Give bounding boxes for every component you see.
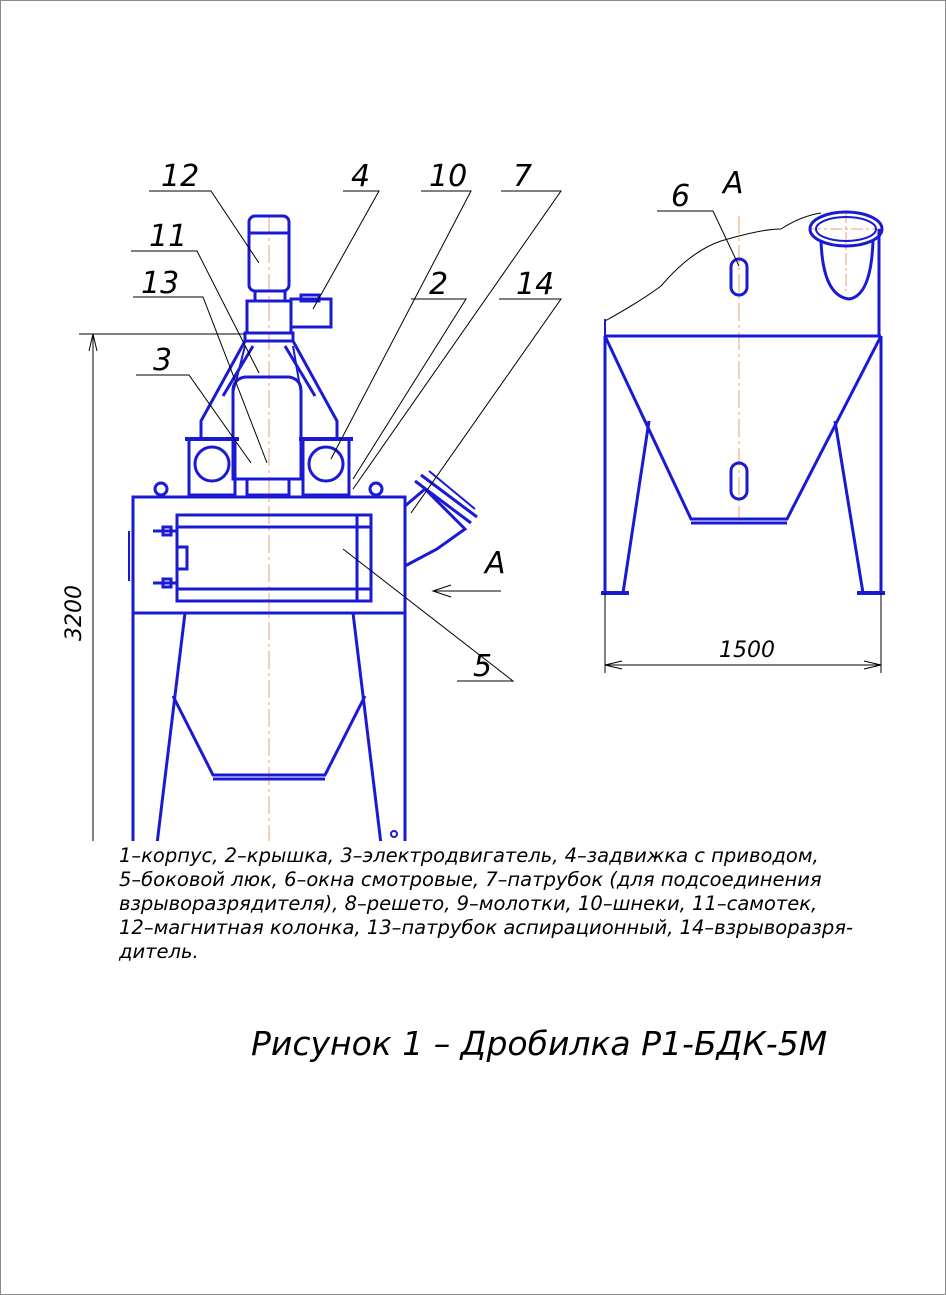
- callout-7: 7: [513, 159, 532, 194]
- dim-height: 3200: [62, 585, 87, 641]
- leader-lines: [131, 190, 740, 682]
- callout-13: 13: [141, 266, 179, 301]
- legend-line: дитель.: [119, 940, 199, 963]
- side-view: [601, 210, 885, 595]
- inspection-window-lower: [729, 461, 749, 501]
- legend-line: 12–магнитная колонка, 13–патрубок аспира…: [119, 916, 854, 939]
- legend-line: 5–боковой люк, 6–окна смотровые, 7–патру…: [119, 868, 822, 891]
- dim-side-width: 1500: [719, 638, 775, 663]
- callout-11: 11: [149, 219, 187, 254]
- crusher-drawing: 12 4 10 7 11 2 14 13 3 5 6 А А 3200 1500…: [62, 159, 885, 841]
- callout-2: 2: [429, 267, 448, 302]
- arrow-label: А: [483, 546, 506, 581]
- view-label: А: [721, 166, 744, 201]
- inspection-window-upper: [729, 257, 749, 297]
- legend-line: взрыворазрядителя), 8–решето, 9–молотки,…: [119, 892, 818, 915]
- callout-14: 14: [516, 267, 554, 302]
- front-view: [128, 214, 478, 841]
- callout-6: 6: [671, 179, 690, 214]
- callout-10: 10: [429, 159, 467, 194]
- callout-3: 3: [153, 343, 172, 378]
- dimension-lines: [79, 333, 882, 841]
- callout-5: 5: [473, 649, 492, 684]
- callout-12: 12: [161, 159, 199, 194]
- callout-4: 4: [351, 159, 370, 194]
- gate-drive: [289, 297, 333, 329]
- legend: 1–корпус, 2–крышка, 3–электродвигатель, …: [119, 844, 919, 964]
- figure-caption: Рисунок 1 – Дробилка Р1-БДК-5М: [251, 1024, 828, 1063]
- legend-line: 1–корпус, 2–крышка, 3–электродвигатель, …: [119, 844, 819, 867]
